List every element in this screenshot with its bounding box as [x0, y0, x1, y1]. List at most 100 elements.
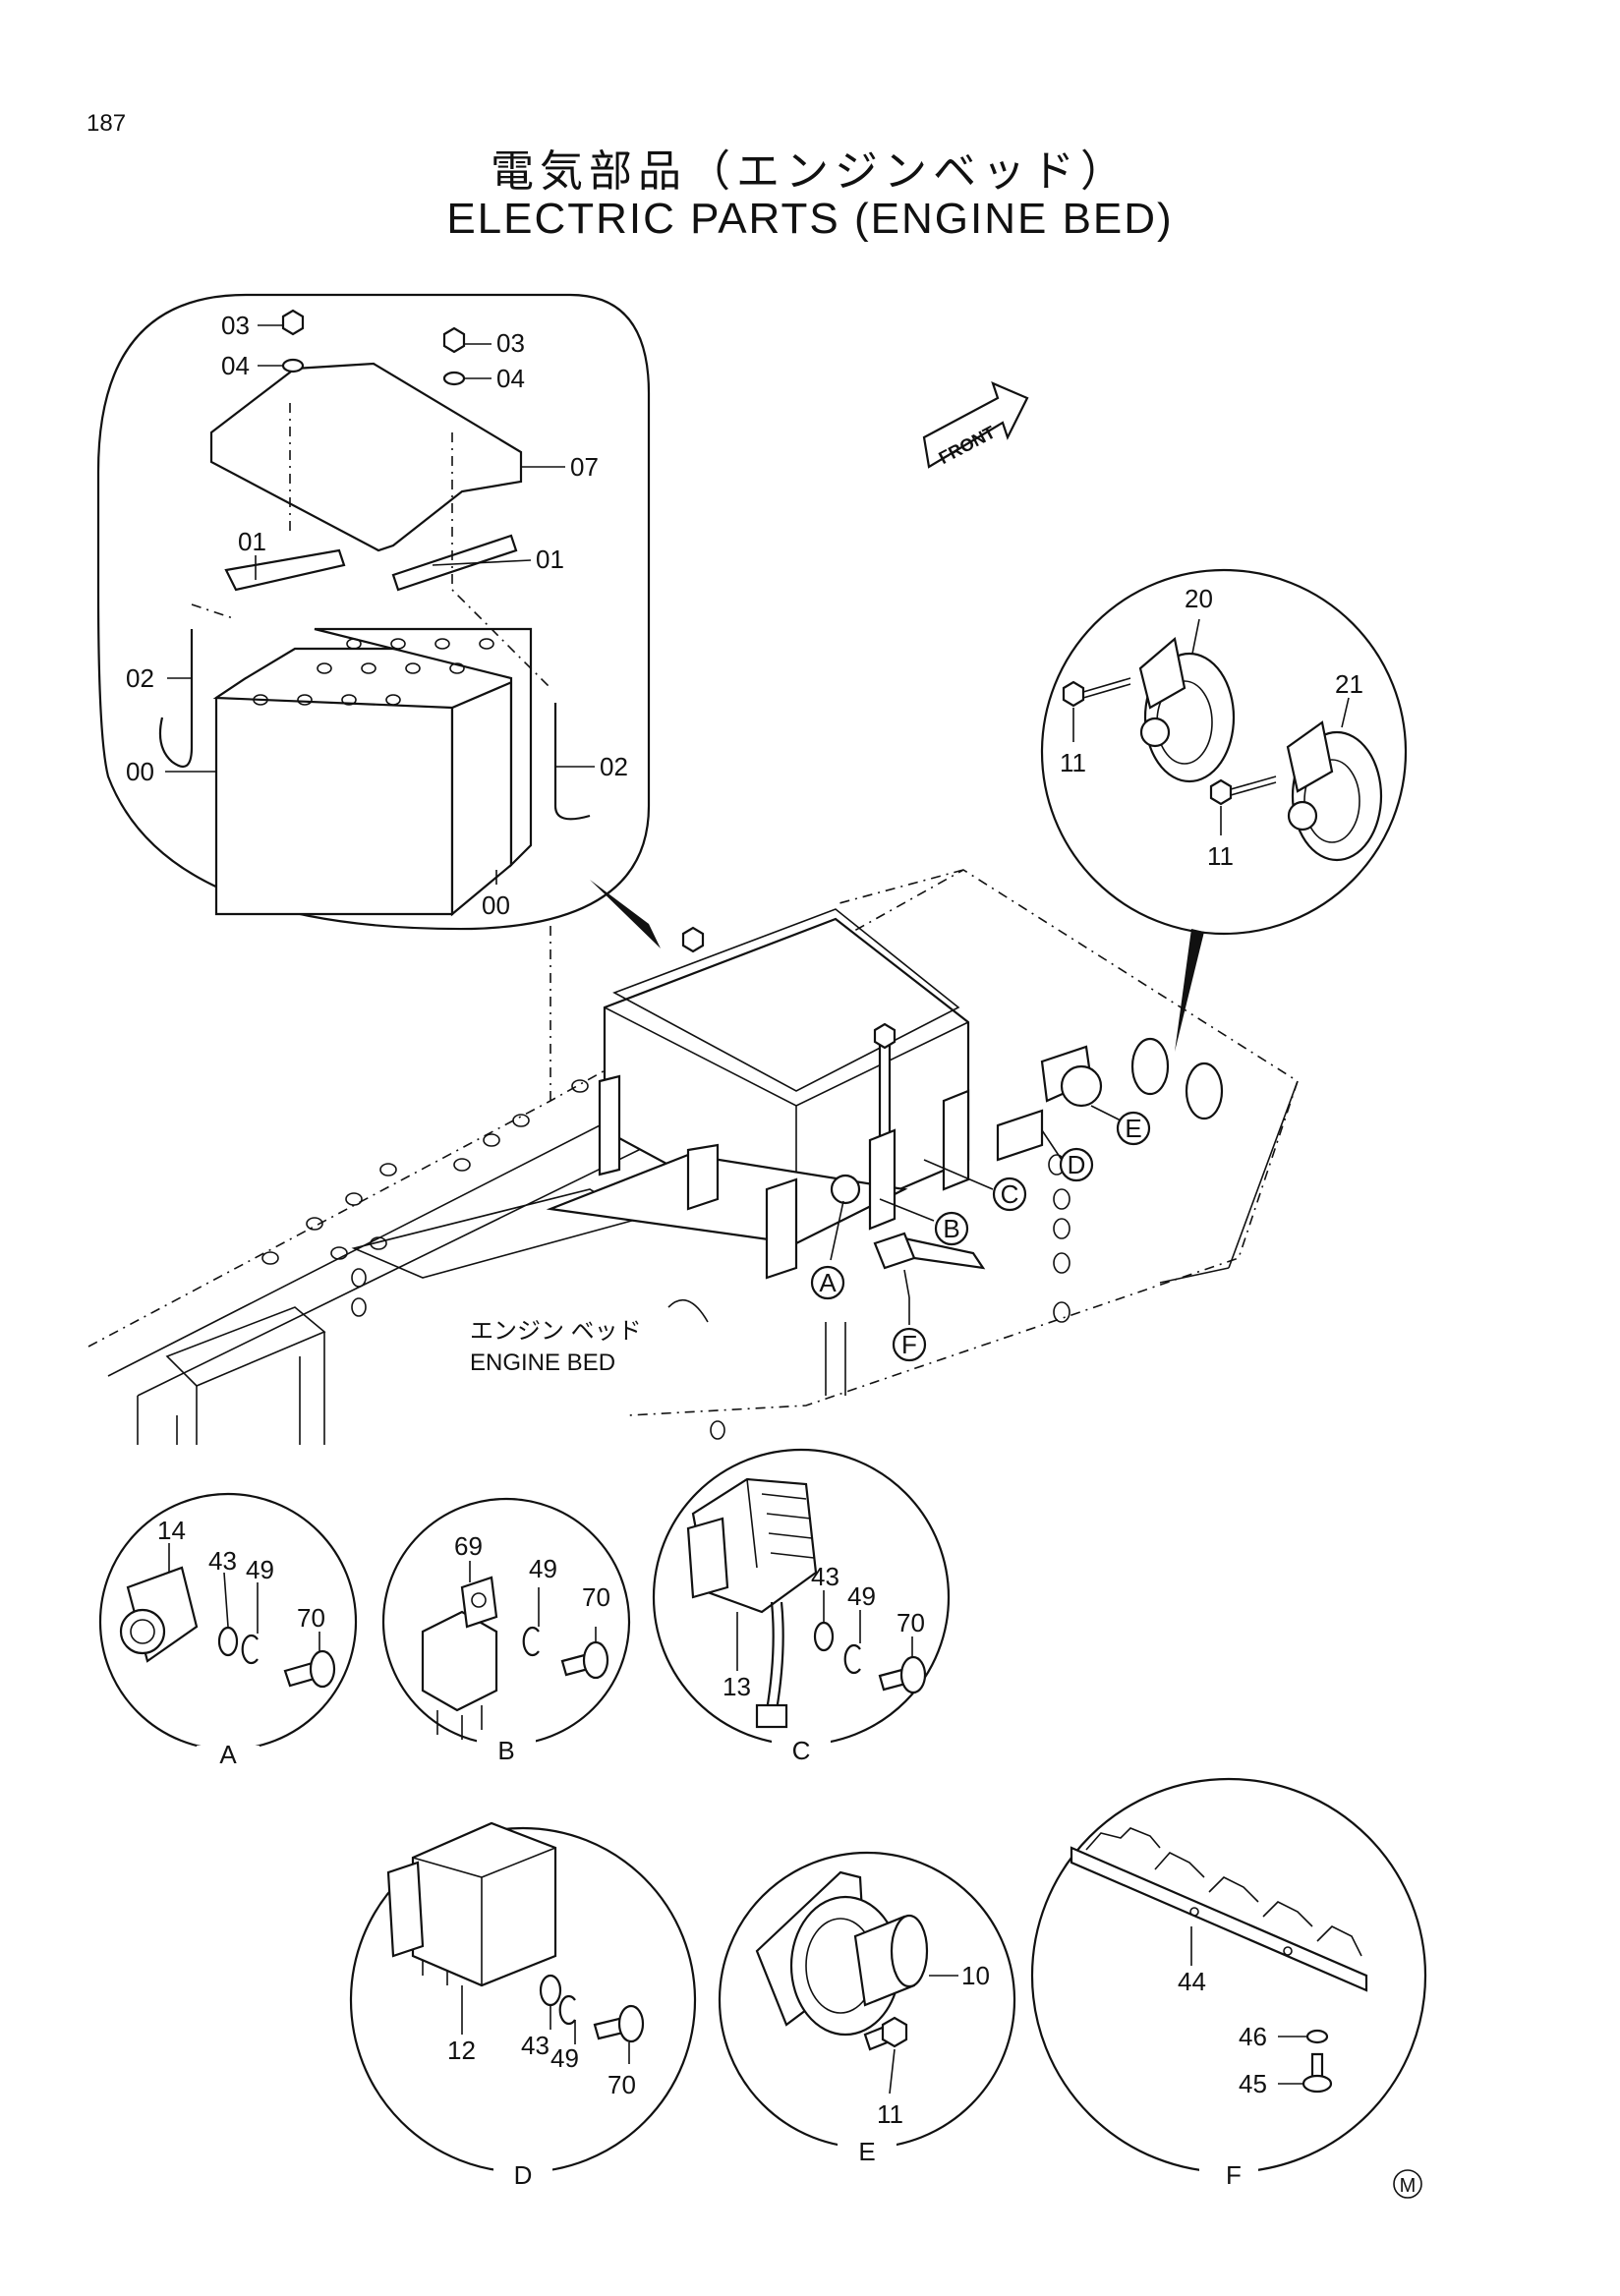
mark-letter: M — [1400, 2175, 1417, 2197]
callout-label: 00 — [126, 757, 154, 786]
callout-label: 43 — [521, 2031, 550, 2060]
detail-caption: F — [1226, 2160, 1242, 2190]
callout-circle-d — [1059, 1147, 1094, 1182]
callout-label: 49 — [847, 1581, 876, 1611]
lock-washer-49 — [843, 1643, 861, 1675]
bolt-70 — [617, 2004, 645, 2043]
bolt-70 — [582, 1640, 609, 1680]
switch-body — [119, 1608, 166, 1655]
detail-caption: C — [792, 1736, 811, 1765]
plate-44 — [1070, 1846, 1368, 1992]
callout-label: 69 — [454, 1531, 483, 1561]
bolt-11-a — [1062, 680, 1085, 708]
battery-hold-bar-left — [224, 548, 346, 592]
j-bolt-left — [158, 629, 194, 769]
washer-43 — [813, 1621, 835, 1652]
battery-pointer — [590, 880, 661, 948]
bolt-11-b — [1209, 778, 1233, 806]
battery-front — [214, 676, 454, 916]
battery-base-plate — [546, 1153, 908, 1245]
callout-label: 07 — [570, 452, 599, 482]
detail-b: B 69 49 70 — [381, 1497, 631, 1765]
page-title-english: ELECTRIC PARTS (ENGINE BED) — [446, 195, 1174, 243]
callout-label: 49 — [550, 2043, 579, 2073]
callout-label: 04 — [221, 351, 250, 380]
callout-label: 43 — [811, 1562, 839, 1591]
horn-10 — [890, 1914, 929, 1988]
callout-label: 11 — [877, 2099, 903, 2129]
horn-detail: 20 21 11 11 — [1040, 568, 1408, 1052]
callout-label: 45 — [1239, 2069, 1267, 2098]
callout-label: 03 — [496, 328, 525, 358]
screw-45 — [1302, 2074, 1333, 2094]
lock-washer-49 — [522, 1626, 540, 1657]
callout-circle-f — [892, 1327, 927, 1362]
j-bolt-right — [553, 703, 591, 821]
callout-label: 49 — [246, 1555, 274, 1584]
washer-right — [442, 371, 466, 386]
bolt-70 — [309, 1649, 336, 1689]
main-callouts: A B C D E F — [810, 1111, 1151, 1362]
detail-caption: E — [858, 2137, 875, 2166]
front-arrow: FRONT — [922, 381, 1029, 469]
page-number: 187 — [87, 110, 127, 137]
washer-43 — [539, 1974, 562, 2007]
frame-holes — [261, 1079, 1070, 1440]
callout-label: 01 — [238, 527, 266, 556]
callout-letter: C — [1001, 1179, 1019, 1209]
relay-d — [996, 1109, 1044, 1162]
nut-right — [442, 326, 466, 354]
callout-label: 49 — [529, 1554, 557, 1583]
callout-letter: F — [901, 1330, 917, 1359]
callout-label: 13 — [723, 1672, 751, 1701]
horn-detail-frame — [1040, 568, 1408, 936]
relay-69 — [421, 1610, 498, 1712]
nut-left — [281, 309, 305, 336]
callout-label: 21 — [1335, 669, 1363, 699]
callout-label: 70 — [297, 1603, 325, 1633]
callout-label: 70 — [608, 2070, 636, 2099]
page-title-japanese: 電気部品（エンジンベッド） — [491, 146, 1129, 197]
battery-cover — [209, 362, 523, 552]
bolt-11 — [881, 2016, 908, 2048]
washer-left — [281, 358, 305, 373]
callout-label: 20 — [1185, 584, 1213, 613]
detail-d: D 12 43 49 70 — [349, 1821, 697, 2190]
bolt-70 — [899, 1655, 927, 1694]
horn-pointer — [1175, 929, 1204, 1052]
callout-label: 46 — [1239, 2022, 1267, 2051]
callout-circle-e — [1116, 1111, 1151, 1146]
detail-f: F 44 46 45 — [1030, 1777, 1427, 2190]
detail-caption: B — [497, 1736, 514, 1765]
lock-washer-49 — [241, 1634, 259, 1665]
lock-washer-49 — [558, 1994, 576, 2026]
callout-label: 04 — [496, 364, 525, 393]
washer-46 — [1305, 2029, 1329, 2044]
detail-caption: A — [219, 1740, 237, 1769]
battery-rear — [314, 627, 533, 868]
relay-12 — [411, 1821, 557, 1987]
callout-label: 03 — [221, 311, 250, 340]
callout-label: 11 — [1060, 748, 1086, 777]
detail-e: E 10 11 — [718, 1851, 1016, 2166]
callout-label: 02 — [126, 663, 154, 693]
callout-letter: D — [1068, 1150, 1086, 1179]
engine-bed-assembly — [87, 869, 1299, 1445]
callout-letter: E — [1125, 1114, 1141, 1143]
callout-label: 70 — [582, 1582, 610, 1612]
callout-label: 43 — [208, 1546, 237, 1576]
callout-label: 14 — [157, 1516, 186, 1545]
detail-a: A 14 43 49 70 — [98, 1492, 358, 1769]
callout-label: 44 — [1178, 1967, 1206, 1996]
detail-caption: D — [514, 2160, 533, 2190]
callout-label: 02 — [600, 752, 628, 781]
callout-circle-b — [934, 1211, 969, 1246]
corner-mark: M — [1393, 2169, 1422, 2199]
callout-letter: A — [819, 1268, 837, 1297]
battery-hold-bar-right — [391, 534, 518, 592]
callout-label: 00 — [482, 890, 510, 920]
engine-bed-label-jp: エンジン ベッド — [470, 1318, 642, 1345]
callout-label: 11 — [1207, 841, 1234, 871]
callout-label: 01 — [536, 545, 564, 574]
